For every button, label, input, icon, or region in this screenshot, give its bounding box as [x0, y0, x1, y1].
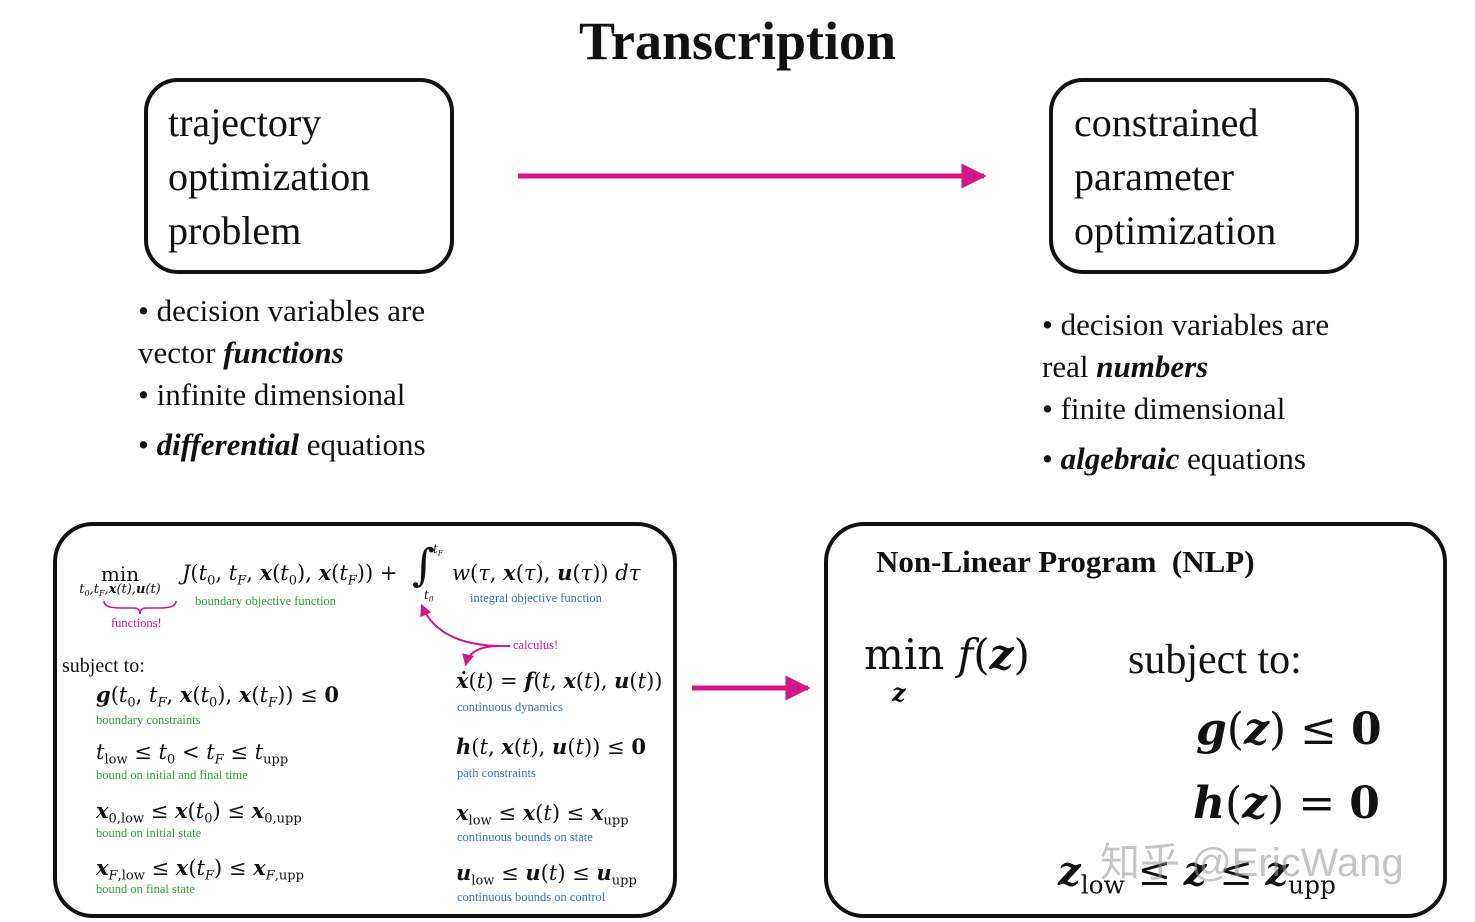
final-state-eq: xF,low ≤ x(tF) ≤ xF,upp: [96, 855, 304, 884]
left-box-line-1: trajectory: [168, 100, 322, 145]
objective-min: min t0,tF,x(t),u(t): [79, 562, 161, 598]
time-bound-note: bound on initial and final time: [96, 768, 248, 782]
state-bounds-eq: xlow ≤ x(t) ≤ xupp: [456, 800, 629, 829]
left-box-line-2: optimization: [168, 154, 371, 199]
right-box-line-3: optimization: [1074, 208, 1277, 253]
integral-lower: t0: [424, 588, 434, 604]
nlp-bounds-eq: zlow ≤ z ≤ zupp: [1058, 848, 1336, 900]
left-bullet-1-line-1: • decision variables are: [138, 293, 426, 328]
left-bullet-list: • decision variables are vector function…: [138, 290, 426, 466]
integral-upper: tF: [433, 542, 443, 558]
nlp-title: Non-Linear Program (NLP): [876, 544, 1255, 579]
page-title: Transcription: [578, 11, 896, 71]
state-bounds-note: continuous bounds on state: [457, 830, 593, 844]
right-box-line-1: constrained: [1074, 100, 1259, 145]
initial-state-note: bound on initial state: [96, 826, 202, 840]
time-bound-eq: tlow ≤ t0 < tF ≤ tupp: [96, 740, 289, 768]
boundary-constraints-note: boundary constraints: [96, 713, 201, 727]
trajectory-formulation-box: [53, 522, 677, 918]
subject-to-label: subject to:: [62, 655, 145, 677]
functions-brace: [103, 600, 177, 615]
left-bullet-2: • infinite dimensional: [138, 377, 406, 412]
left-bullet-3: • differential equations: [138, 427, 426, 462]
right-box-line-2: parameter: [1074, 154, 1234, 199]
control-bounds-eq: ulow ≤ u(t) ≤ uupp: [456, 860, 637, 889]
nlp-equality-eq: h(z) = 0: [1193, 778, 1380, 829]
boundary-objective-note: boundary objective function: [195, 594, 336, 608]
right-bullet-list: • decision variables are real numbers • …: [1042, 304, 1329, 480]
right-bullet-1-line-1: • decision variables are: [1042, 307, 1330, 342]
functions-note: functions!: [111, 616, 162, 630]
objective-expression: J(t0, tF, x(t0), x(tF)) +: [182, 560, 398, 589]
nlp-inequality-eq: g(z) ≤ 0: [1196, 704, 1382, 755]
calculus-arrows: [420, 603, 511, 667]
right-bullet-1-line-2: real numbers: [1042, 349, 1209, 384]
final-state-note: bound on final state: [96, 882, 195, 896]
left-box-line-3: problem: [168, 208, 302, 253]
integrand-expression: w(τ, x(τ), u(τ)) dτ: [452, 560, 641, 585]
calculus-note: calculus!: [513, 638, 559, 652]
nlp-box: [824, 522, 1447, 918]
continuous-dynamics-note: continuous dynamics: [457, 700, 563, 714]
path-constraints-note: path constraints: [457, 766, 536, 780]
control-bounds-note: continuous bounds on control: [457, 890, 606, 904]
dynamics-eq: ẋ(t) = f(t, x(t), u(t)): [456, 668, 663, 693]
right-bullet-3: • algebraic equations: [1042, 441, 1306, 476]
nlp-subject-to: subject to:: [1128, 637, 1302, 683]
initial-state-eq: x0,low ≤ x(t0) ≤ x0,upp: [96, 798, 302, 827]
right-bullet-2: • finite dimensional: [1042, 391, 1286, 426]
trajectory-optimization-box: trajectory optimization problem: [144, 78, 454, 274]
parameter-optimization-box: constrained parameter optimization: [1049, 78, 1359, 274]
nlp-objective: min f(z): [864, 630, 1030, 679]
left-bullet-1-line-2: vector functions: [138, 335, 344, 370]
boundary-constraint-eq: g(t0, tF, x(t0), x(tF)) ≤ 0: [96, 682, 340, 711]
integral-sign: ∫: [412, 540, 435, 591]
watermark: 知乎 @EricWang: [1100, 841, 1404, 885]
nlp-min-subscript: z: [892, 678, 906, 707]
path-constraint-eq: h(t, x(t), u(t)) ≤ 0: [456, 734, 646, 759]
integral-objective-note: integral objective function: [470, 591, 602, 605]
